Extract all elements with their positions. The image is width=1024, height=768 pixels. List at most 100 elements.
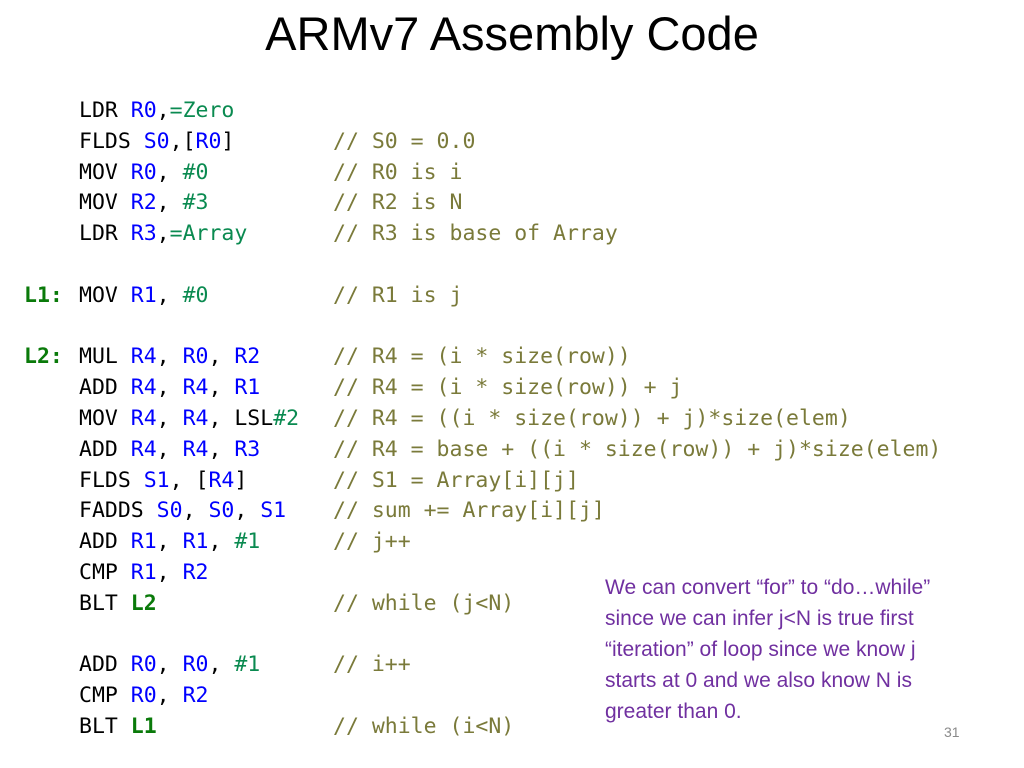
- note-line: We can convert “for” to “do…while”: [605, 576, 931, 599]
- code-comment: // S0 = 0.0: [333, 128, 476, 154]
- code-register: R4: [130, 436, 157, 462]
- code-line: CMP R0, R2: [24, 681, 299, 712]
- code-punctuation: ,: [156, 190, 183, 216]
- code-punctuation: ,: [208, 344, 235, 370]
- code-mnemonic: BLT: [79, 713, 131, 739]
- code-label: L2:: [24, 344, 63, 370]
- code-punctuation: , [: [169, 467, 209, 493]
- code-comment: // R1 is j: [333, 282, 463, 308]
- code-line: LDR R3,=Array// R3 is base of Array: [24, 219, 618, 250]
- code-mnemonic: LDR: [79, 221, 131, 247]
- code-mnemonic: ADD: [79, 529, 131, 555]
- code-punctuation: ,: [208, 652, 235, 678]
- code-register: R2: [182, 683, 209, 709]
- code-label: L1:: [24, 282, 63, 308]
- code-punctuation: ,: [156, 221, 170, 247]
- code-line: ADD R0, R0, #1 // i++: [24, 650, 411, 681]
- code-operand: #0: [182, 159, 209, 185]
- code-register: R2: [234, 344, 261, 370]
- code-line: L1:MOV R1, #0// R1 is j: [24, 281, 462, 312]
- code-register: R0: [182, 652, 209, 678]
- note-line: greater than 0.: [605, 700, 742, 723]
- code-punctuation: ,: [156, 529, 183, 555]
- code-punctuation: ,: [208, 436, 235, 462]
- code-register: R4: [182, 405, 209, 431]
- code-punctuation: ,: [156, 652, 183, 678]
- code-operand: =Array: [169, 221, 248, 247]
- code-line: LDR R0,=Zero: [24, 96, 299, 127]
- code-mnemonic: MUL: [79, 344, 131, 370]
- code-line: [24, 620, 299, 651]
- code-mnemonic: MOV: [79, 190, 131, 216]
- code-comment: // R4 = ((i * size(row)) + j)*size(elem): [333, 405, 851, 431]
- code-line: FLDS S0,[R0]// S0 = 0.0: [24, 127, 475, 158]
- code-punctuation: ,: [156, 436, 183, 462]
- note-line: “iteration” of loop since we know j: [605, 638, 916, 661]
- code-register: R0: [130, 159, 157, 185]
- code-comment: // sum += Array[i][j]: [333, 498, 605, 524]
- code-register: S0: [143, 128, 170, 154]
- code-mnemonic: MOV: [79, 159, 131, 185]
- code-mnemonic: CMP: [79, 683, 131, 709]
- code-line: ADD R4, R4, R1// R4 = (i * size(row)) + …: [24, 373, 683, 404]
- code-register: S1: [143, 467, 170, 493]
- code-register: R4: [182, 436, 209, 462]
- note-line: starts at 0 and we also know N is: [605, 669, 912, 692]
- code-register: R1: [130, 282, 157, 308]
- code-punctuation: ,: [208, 405, 235, 431]
- code-register: R4: [182, 375, 209, 401]
- code-line: BLT L1// while (i<N): [24, 712, 514, 743]
- code-punctuation: ,: [156, 344, 183, 370]
- code-operand: #1: [234, 652, 261, 678]
- code-register: S0: [156, 498, 183, 524]
- code-register: R0: [130, 98, 157, 123]
- code-punctuation: ,: [156, 282, 183, 308]
- code-mnemonic: LDR: [79, 98, 131, 123]
- code-punctuation: ,: [156, 98, 170, 123]
- code-punctuation: ,: [156, 405, 183, 431]
- code-punctuation: ,[: [169, 128, 196, 154]
- code-mnemonic: ADD: [79, 652, 131, 678]
- code-register: R3: [234, 436, 261, 462]
- code-register: R4: [208, 467, 235, 493]
- code-line: L2:MUL R4, R0, R2// R4 = (i * size(row)): [24, 342, 631, 373]
- code-mnemonic: MOV: [79, 405, 131, 431]
- code-mnemonic: FLDS: [79, 467, 144, 493]
- code-punctuation: ]: [234, 467, 248, 493]
- code-mnemonic: ADD: [79, 436, 131, 462]
- code-mnemonic: LSL: [234, 405, 274, 431]
- code-operand: #2: [273, 405, 300, 431]
- code-line: MOV R0, #0// R0 is i: [24, 158, 462, 189]
- code-register: R0: [130, 683, 157, 709]
- code-comment: // i++: [333, 652, 411, 678]
- code-mnemonic: BLT: [79, 590, 131, 616]
- code-branch-target: L2: [130, 590, 157, 616]
- code-line: ADD R4, R4, R3 // R4 = base + ((i * size(…: [24, 435, 941, 466]
- code-register: R4: [130, 344, 157, 370]
- code-register: R3: [130, 221, 157, 247]
- code-line: FLDS S1, [R4] // S1 = Array[i][j]: [24, 466, 579, 497]
- code-mnemonic: CMP: [79, 559, 131, 585]
- code-punctuation: ,: [156, 375, 183, 401]
- code-operand: =Zero: [169, 98, 235, 123]
- code-operand: #3: [182, 190, 209, 216]
- code-register: S1: [260, 498, 287, 524]
- code-operand: #1: [234, 529, 261, 555]
- code-register: R2: [182, 559, 209, 585]
- code-line: [24, 312, 299, 343]
- code-line: MOV R4, R4, LSL#2// R4 = ((i * size(row)…: [24, 404, 851, 435]
- code-punctuation: ,: [234, 498, 261, 524]
- code-register: R0: [130, 652, 157, 678]
- code-register: S0: [208, 498, 235, 524]
- code-mnemonic: ADD: [79, 375, 131, 401]
- code-comment: // S1 = Array[i][j]: [333, 467, 579, 493]
- code-comment: // R4 = base + ((i * size(row)) + j)*siz…: [333, 436, 942, 462]
- code-comment: // R4 = (i * size(row)): [333, 344, 631, 370]
- code-comment: // while (j<N): [333, 590, 515, 616]
- code-mnemonic: MOV: [79, 282, 131, 308]
- code-comment: // j++: [333, 529, 411, 555]
- code-comment: // R4 = (i * size(row)) + j: [333, 375, 683, 401]
- code-line: ADD R1, R1, #1// j++: [24, 527, 411, 558]
- code-register: R1: [130, 529, 157, 555]
